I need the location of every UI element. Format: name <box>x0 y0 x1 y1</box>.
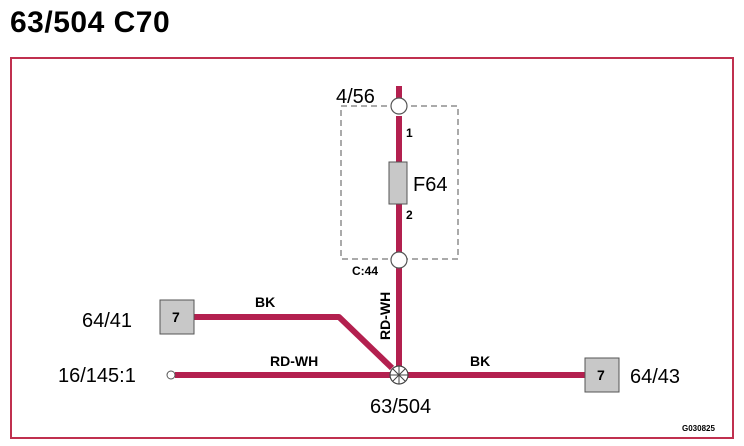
input-terminal <box>166 370 176 380</box>
connector-top <box>390 97 408 115</box>
splice-63-504 <box>389 365 409 385</box>
label-left-component-pin: 7 <box>172 309 180 325</box>
label-top-connector: 4/56 <box>336 86 375 108</box>
diagram-frame <box>10 57 734 439</box>
fuse-pin-2-dot <box>396 222 402 228</box>
component-box-right <box>584 357 620 393</box>
label-splice: 63/504 <box>370 396 431 418</box>
label-left-bk-wire: BK <box>255 294 275 310</box>
connector-c44 <box>390 251 408 269</box>
label-vertical-wire-color: RD-WH <box>377 292 393 340</box>
label-left-rd-wh-wire: RD-WH <box>270 353 318 369</box>
label-right-bk-wire: BK <box>470 353 490 369</box>
label-input-ref: 16/145:1 <box>58 365 136 387</box>
label-connector-c44: C:44 <box>352 264 378 278</box>
label-fuse-name: F64 <box>413 174 447 196</box>
fuse-box-outline <box>340 105 459 260</box>
label-right-component-pin: 7 <box>597 367 605 383</box>
label-right-component-ref: 64/43 <box>630 366 680 388</box>
label-left-component-ref: 64/41 <box>82 310 132 332</box>
fuse-pin-1-dot <box>396 139 402 145</box>
component-box-left <box>159 299 195 335</box>
label-drawing-code: G030825 <box>682 424 715 433</box>
wires <box>175 86 585 378</box>
wire-bk-left <box>194 314 395 371</box>
label-fuse-pin-2: 2 <box>406 208 413 222</box>
label-fuse-pin-1: 1 <box>406 126 413 140</box>
fuse-f64 <box>388 161 408 205</box>
page-title: 63/504 C70 <box>10 6 171 39</box>
